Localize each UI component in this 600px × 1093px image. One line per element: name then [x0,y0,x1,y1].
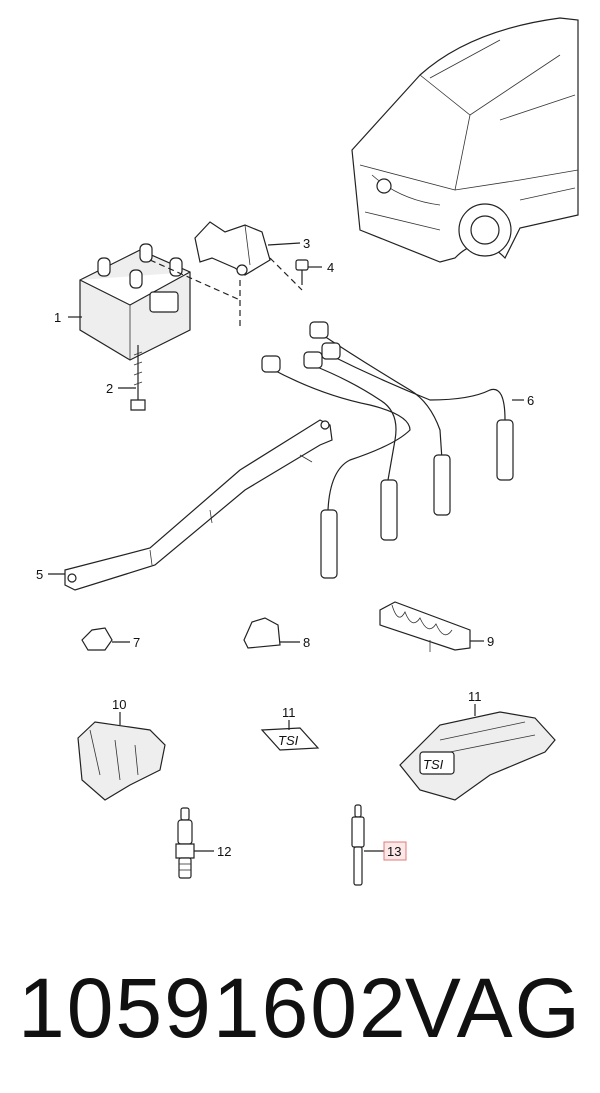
vehicle-illustration [351,17,579,263]
callout-3: 3 [303,236,310,251]
spark-plug-part [175,807,195,879]
cable-comb-part [379,601,471,652]
cable-rail-part [64,419,333,591]
callout-2: 2 [106,381,113,396]
small-bolt-part [295,259,309,285]
callout-6: 6 [527,393,534,408]
callout-12: 12 [217,844,231,859]
callout-8: 8 [303,635,310,650]
engine-cover-part: TSI [399,711,556,801]
ignition-coil-part [79,243,191,361]
callout-13-highlight [383,841,407,861]
leader-line-3 [267,242,301,246]
glow-plug-part [351,804,365,886]
footer: 10591602 VAG [0,950,600,1070]
cover-small-part: TSI [260,727,320,751]
part-number: 10591602 [18,961,408,1055]
callout-10: 10 [112,697,126,712]
callout-5: 5 [36,567,43,582]
callout-7: 7 [133,635,140,650]
ignition-lead-set-part [261,321,514,579]
callout-11b: 11 [468,689,482,704]
clip-medium-part [243,617,281,649]
cable-guide-part [77,721,166,801]
callout-11a: 11 [282,705,296,720]
bolt-part [130,345,146,411]
cover-badge-text-small: TSI [278,733,299,748]
bracket-part [194,221,303,291]
callout-1: 1 [54,310,61,325]
cover-badge-text-large: TSI [423,757,444,772]
clip-small-part [81,627,113,651]
callout-4: 4 [327,260,334,275]
callout-9: 9 [487,634,494,649]
brand-name: VAG [404,961,582,1055]
callout-13: 13 [387,844,401,859]
